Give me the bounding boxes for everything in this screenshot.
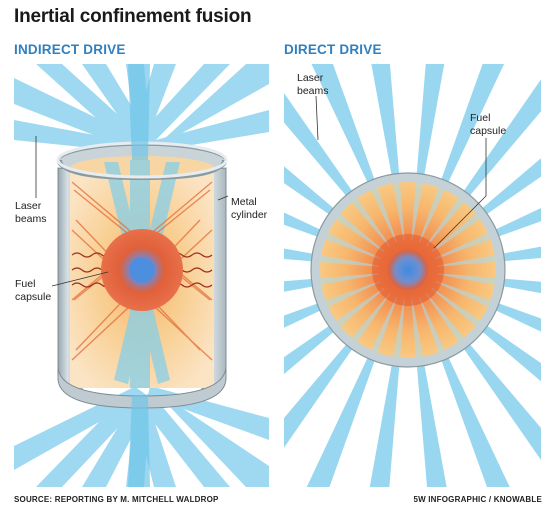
laser-beams-label-direct: Laser beams [297, 72, 329, 97]
laser-beam-inner [425, 198, 465, 247]
laser-beam-inner [435, 233, 491, 260]
laser-beam-inner [431, 287, 480, 327]
laser-beams-label-indirect: Laser beams [15, 200, 47, 225]
direct-drive-diagram [284, 64, 541, 487]
laser-beam-inner [392, 182, 405, 241]
laser-beam-inner [325, 280, 381, 307]
fuel-capsule-direct [388, 250, 428, 290]
laser-beam-inner [437, 273, 496, 285]
infographic-title: Inertial confinement fusion [14, 6, 252, 27]
laser-beam-inner [418, 297, 445, 353]
fuel-capsule-label-indirect: Fuel capsule [15, 278, 52, 303]
laser-beam-inner [437, 254, 496, 267]
laser-beam-inner [418, 187, 445, 243]
laser-beam-inner [325, 233, 381, 260]
fuel-capsule-label-direct: Fuel capsule [470, 112, 507, 137]
laser-beam-inner [320, 255, 379, 267]
laser-beam-inner [411, 182, 423, 241]
laser-beam-inner [371, 297, 398, 353]
laser-beams-indirect [14, 64, 269, 487]
laser-beam-inner [411, 299, 424, 358]
leaders-direct [315, 95, 487, 249]
laser-beam-inner [371, 187, 398, 243]
laser-beam-inner [351, 293, 391, 342]
laser-beam-inner [351, 198, 391, 247]
source-footer: SOURCE: REPORTING BY M. MITCHELL WALDROP [14, 495, 219, 504]
laser-beam-inner [435, 280, 491, 307]
leaders-indirect [35, 136, 229, 287]
indirect-drive-heading: INDIRECT DRIVE [14, 42, 126, 57]
laser-beam-inner [336, 213, 385, 253]
laser-beam-inner [431, 213, 480, 253]
laser-beam-inner [393, 299, 405, 358]
laser-beam-inner [336, 287, 385, 327]
direct-drive-heading: DIRECT DRIVE [284, 42, 382, 57]
credit-footer: 5W INFOGRAPHIC / KNOWABLE [413, 495, 542, 504]
indirect-drive-diagram [14, 64, 269, 487]
laser-beam-inner [320, 273, 379, 286]
laser-beam-inner [425, 293, 465, 342]
metal-cylinder-label: Metal cylinder [231, 196, 268, 221]
